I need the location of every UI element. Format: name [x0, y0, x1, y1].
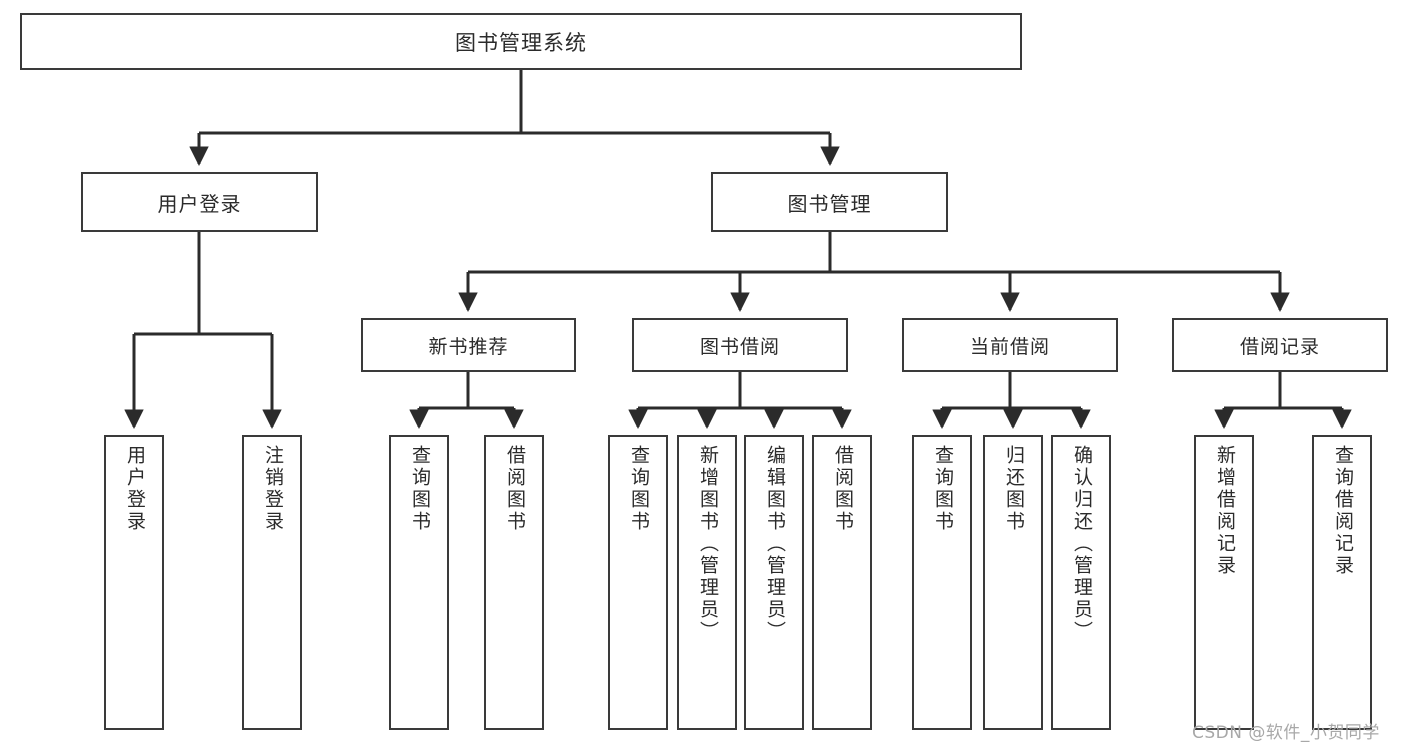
node-leaf-query-borrow-record[interactable]: 查询借阅记录	[1312, 435, 1372, 730]
node-leaf-add-borrow-record[interactable]: 新增借阅记录	[1194, 435, 1254, 730]
node-book-borrow[interactable]: 图书借阅	[632, 318, 848, 372]
node-leaf-borrow-book[interactable]: 借阅图书	[812, 435, 872, 730]
leaf-label: 借阅图书	[503, 445, 526, 533]
node-leaf-edit-book-admin[interactable]: 编辑图书（管理员）	[744, 435, 804, 730]
node-book-manage[interactable]: 图书管理	[711, 172, 948, 232]
leaf-label: 查询图书	[931, 445, 954, 533]
node-borrow-record[interactable]: 借阅记录	[1172, 318, 1388, 372]
leaf-label: 注销登录	[261, 445, 284, 533]
node-leaf-add-book-admin[interactable]: 新增图书（管理员）	[677, 435, 737, 730]
csdn-watermark: CSDN @软件_小贺同学	[1192, 723, 1380, 743]
leaf-label: 用户登录	[123, 445, 146, 533]
leaf-label: 新增图书（管理员）	[696, 445, 719, 643]
leaf-label: 确认归还（管理员）	[1070, 445, 1093, 643]
node-leaf-logout[interactable]: 注销登录	[242, 435, 302, 730]
node-leaf-query-book-borrow[interactable]: 查询图书	[608, 435, 668, 730]
leaf-label: 借阅图书	[831, 445, 854, 533]
leaf-label: 查询借阅记录	[1331, 445, 1354, 577]
node-leaf-query-book-recommend[interactable]: 查询图书	[389, 435, 449, 730]
leaf-label: 查询图书	[408, 445, 431, 533]
node-current-borrow[interactable]: 当前借阅	[902, 318, 1118, 372]
node-leaf-return-book[interactable]: 归还图书	[983, 435, 1043, 730]
node-user-login[interactable]: 用户登录	[81, 172, 318, 232]
leaf-label: 查询图书	[627, 445, 650, 533]
node-leaf-borrow-book-recommend[interactable]: 借阅图书	[484, 435, 544, 730]
node-root[interactable]: 图书管理系统	[20, 13, 1022, 70]
node-leaf-confirm-return-admin[interactable]: 确认归还（管理员）	[1051, 435, 1111, 730]
node-leaf-query-book-current[interactable]: 查询图书	[912, 435, 972, 730]
node-leaf-user-login[interactable]: 用户登录	[104, 435, 164, 730]
node-new-book-recommend[interactable]: 新书推荐	[361, 318, 576, 372]
leaf-label: 归还图书	[1002, 445, 1025, 533]
leaf-label: 编辑图书（管理员）	[763, 445, 786, 643]
leaf-label: 新增借阅记录	[1213, 445, 1236, 577]
